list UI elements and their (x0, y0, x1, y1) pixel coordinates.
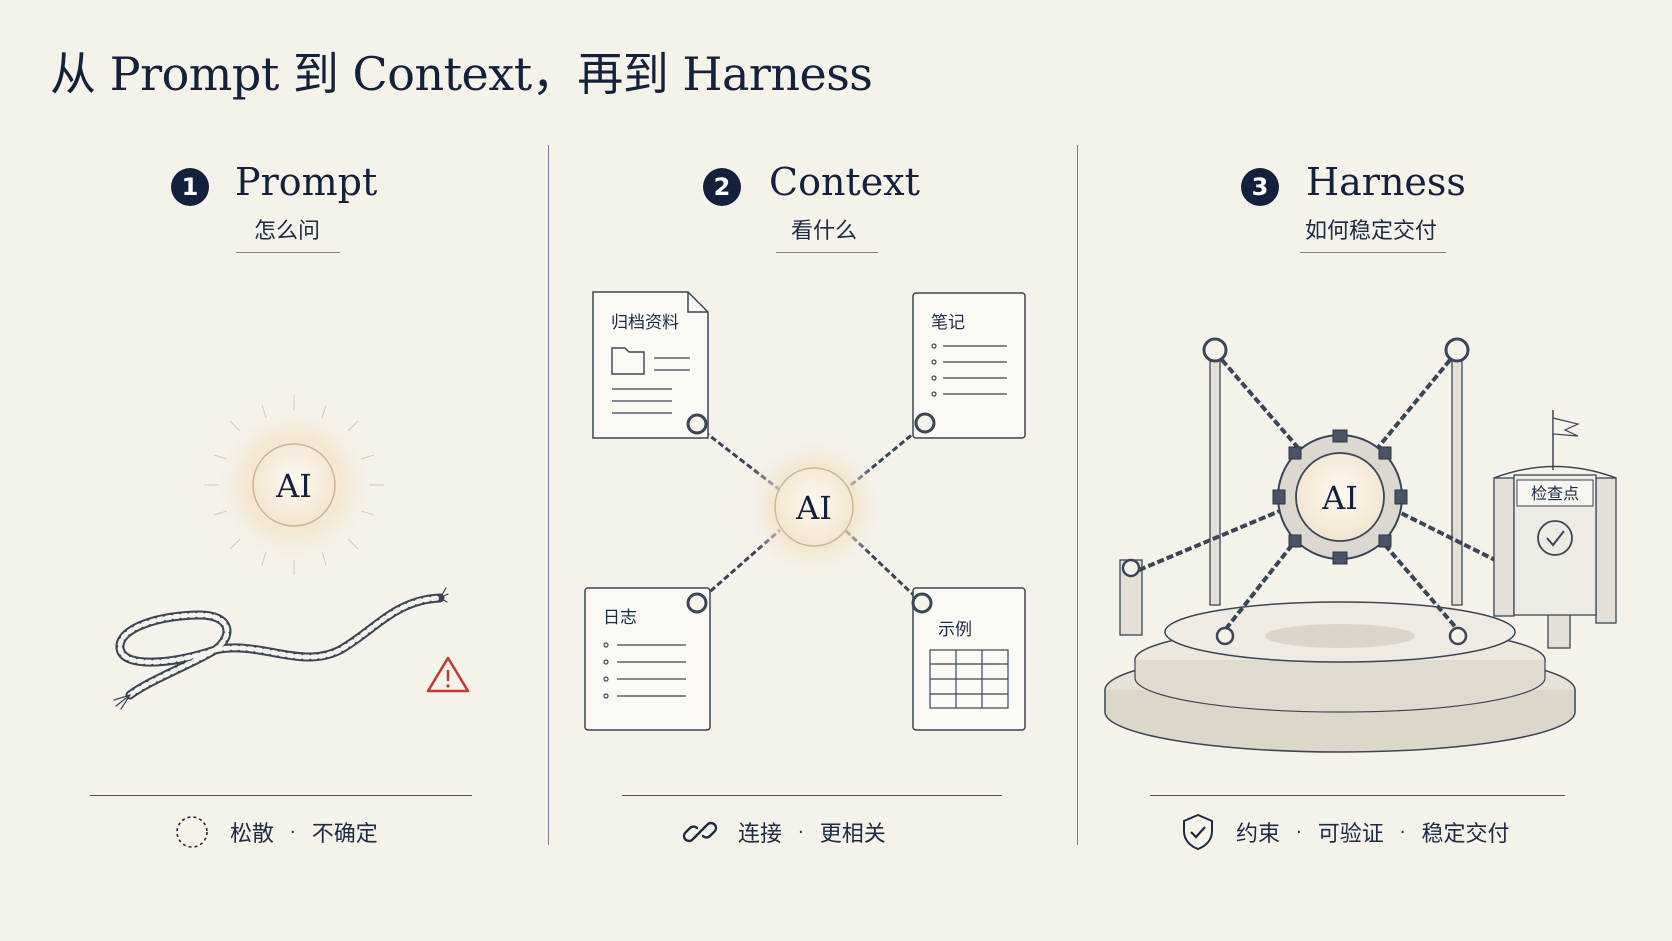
doc-examples-label: 示例 (938, 620, 972, 640)
panel-subtitle-harness: 如何稳定交付 (1305, 219, 1438, 244)
doc-notes: 笔记 (912, 292, 1026, 439)
ai-label-prompt: AI (275, 467, 312, 505)
page-title: 从 Prompt 到 Context，再到 Harness (50, 47, 873, 101)
dashed-circle-icon (176, 816, 208, 848)
footer-separator: · (1399, 821, 1406, 843)
footer-context: 连接 · 更相关 (680, 812, 886, 852)
footer-harness-item-3: 稳定交付 (1421, 822, 1510, 847)
step-number-2: 2 (703, 168, 741, 206)
doc-archive: 归档资料 (592, 291, 709, 439)
footer-line-1 (90, 795, 472, 796)
checkpoint-gate: 检查点 (1493, 410, 1617, 624)
folder-icon (611, 347, 645, 375)
footer-harness-item-1: 约束 (1236, 822, 1281, 847)
panel-title-context: Context (769, 160, 920, 204)
ai-node-context: AI (742, 435, 886, 579)
shield-check-icon (1183, 813, 1213, 851)
divider-2 (1077, 145, 1078, 845)
step-number-1: 1 (171, 168, 209, 206)
doc-archive-label: 归档资料 (611, 313, 679, 333)
footer-prompt-item-2: 不确定 (311, 822, 378, 847)
footer-context-item-1: 连接 (738, 822, 783, 847)
footer-context-item-2: 更相关 (819, 822, 886, 847)
step-number-3: 3 (1241, 168, 1279, 206)
doc-notes-label: 笔记 (931, 313, 965, 333)
link-icon (682, 821, 718, 843)
footer-separator: · (1296, 821, 1302, 843)
ai-label-harness: AI (1321, 479, 1358, 517)
footer-harness-item-2: 可验证 (1317, 822, 1384, 847)
panel-underline-3 (1300, 252, 1446, 253)
panel-underline-2 (776, 252, 878, 253)
doc-logs-label: 日志 (603, 608, 637, 628)
checkpoint-label: 检查点 (1531, 484, 1579, 503)
ai-label-context: AI (795, 489, 832, 527)
panel-title-harness: Harness (1306, 160, 1466, 204)
footer-harness: 约束 · 可验证 · 稳定交付 (1178, 812, 1510, 852)
divider-1 (548, 145, 549, 845)
footer-prompt: 松散 · 不确定 (172, 812, 378, 852)
doc-logs: 日志 (584, 587, 711, 731)
footer-prompt-item-1: 松散 (230, 822, 275, 847)
panel-subtitle-context: 看什么 (791, 219, 858, 244)
loose-rope-icon (113, 587, 449, 710)
harness-stage: AI (1104, 337, 1576, 753)
check-circle-icon (1537, 520, 1573, 556)
doc-examples: 示例 (911, 587, 1026, 731)
panel-underline-1 (236, 252, 340, 253)
flag-icon (1552, 410, 1580, 470)
panel-title-prompt: Prompt (235, 160, 378, 204)
footer-separator: · (798, 821, 804, 843)
footer-line-3 (1150, 795, 1565, 796)
panel-subtitle-prompt: 怎么问 (254, 219, 321, 244)
footer-line-2 (622, 795, 1002, 796)
table-grid-icon (929, 649, 1009, 709)
ai-node-prompt: AI (204, 395, 384, 575)
footer-separator: · (290, 821, 296, 843)
warning-icon (426, 656, 470, 693)
